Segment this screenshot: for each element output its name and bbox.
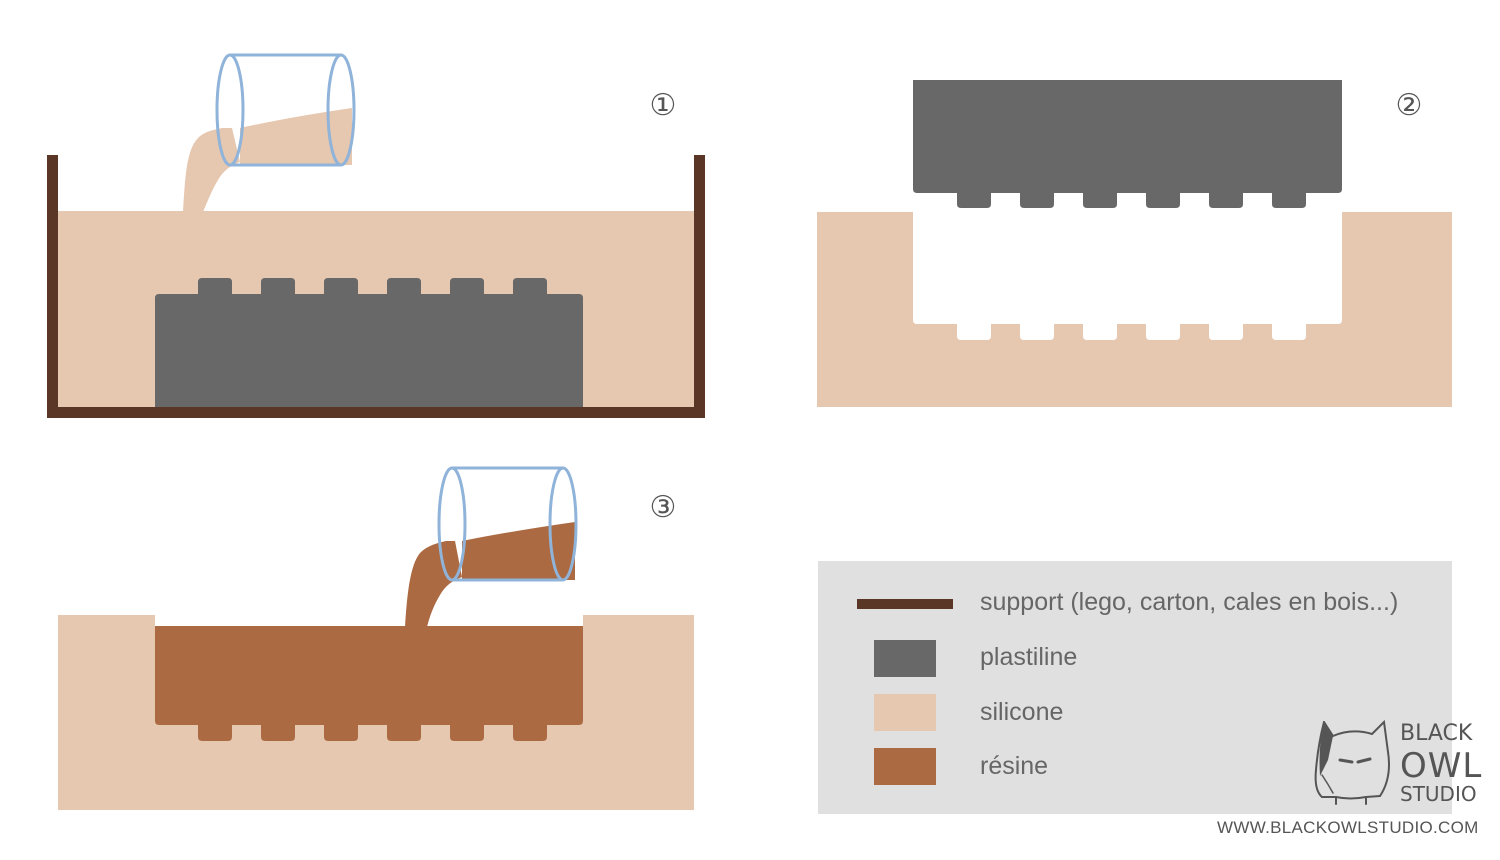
legend-label-silicone: silicone: [980, 698, 1063, 726]
brand-line-studio: STUDIO: [1400, 782, 1477, 806]
brand-line-owl: OWL: [1400, 746, 1482, 786]
legend-label-plastiline: plastiline: [980, 643, 1077, 671]
legend-swatch-silicone: [874, 694, 936, 731]
brand-line-black: BLACK: [1400, 721, 1473, 746]
step-1-silicone-stream: [183, 128, 240, 212]
brand-logo: BLACK OWL STUDIO: [1314, 719, 1482, 806]
legend-swatch-plastiline: [874, 640, 936, 677]
step-3-silicone-mold: [58, 615, 694, 810]
step-3-panel: ③: [58, 466, 694, 810]
step-1-pouring-cup: [215, 53, 356, 167]
legend-swatch-support: [857, 599, 953, 609]
brand-url[interactable]: WWW.BLACKOWLSTUDIO.COM: [1217, 818, 1479, 837]
step-2-number: ②: [1396, 88, 1423, 123]
legend-swatch-resine: [874, 748, 936, 785]
step-2-silicone-mold: [817, 212, 1452, 407]
legend-label-support: support (lego, carton, cales en bois...): [980, 588, 1398, 616]
step-3-pouring-cup: [437, 466, 578, 582]
step-3-resine-fill: [155, 626, 583, 741]
step-2-panel: ②: [817, 80, 1452, 407]
legend: support (lego, carton, cales en bois...)…: [818, 561, 1452, 814]
owl-ear-shadow: [1319, 722, 1333, 776]
step-3-resine-stream: [405, 541, 462, 627]
owl-icon: [1314, 719, 1390, 805]
step-1-panel: ①: [47, 53, 705, 418]
step-3-number: ③: [650, 490, 677, 525]
step-1-number: ①: [650, 88, 677, 123]
step-1-plastiline-model: [155, 278, 583, 408]
step-2-plastiline-model: [913, 80, 1342, 208]
legend-label-resine: résine: [980, 752, 1048, 780]
